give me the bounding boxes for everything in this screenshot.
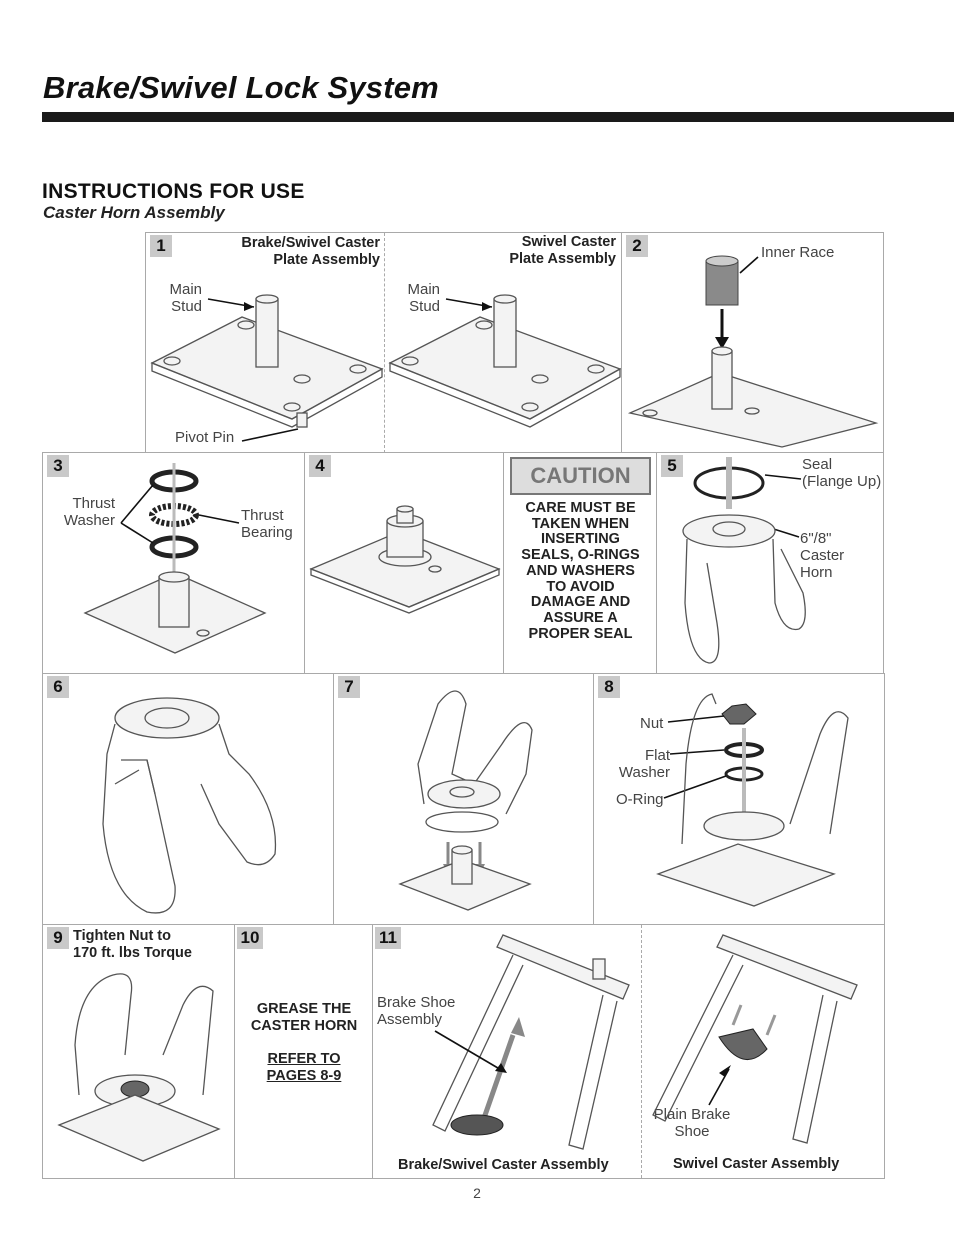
thrust-bearing-label: Thrust Bearing <box>241 507 293 541</box>
panel-step-11: 11 Brake Shoe Assembly Brake/Swivel Cast… <box>372 924 885 1179</box>
step-number-8: 8 <box>598 676 620 698</box>
panel-divider <box>384 233 385 453</box>
step-number-5: 5 <box>661 455 683 477</box>
section-subheading: Caster Horn Assembly <box>43 203 225 222</box>
panel-divider-11 <box>641 925 642 1178</box>
step-1b-caption: Swivel Caster Plate Assembly <box>509 234 616 267</box>
panel-step-7: 7 <box>333 673 595 925</box>
main-stud-label-2: Main Stud <box>407 281 440 315</box>
panel-step-9: 9 Tighten Nut to 170 ft. lbs Torque <box>42 924 236 1179</box>
section-heading: INSTRUCTIONS FOR USE <box>42 180 305 203</box>
panel-step-5: 5 Seal (Flange Up) 6"/8" Caster Horn <box>656 452 884 674</box>
panel-caution: CAUTION CARE MUST BE TAKEN WHEN INSERTIN… <box>503 452 658 674</box>
step-number-7: 7 <box>338 676 360 698</box>
step-number-10: 10 <box>237 927 263 949</box>
caution-text: CARE MUST BE TAKEN WHEN INSERTING SEALS,… <box>521 500 640 642</box>
horn-on-plate-illustration <box>398 690 533 911</box>
step-9-caption: Tighten Nut to 170 ft. lbs Torque <box>73 928 192 961</box>
refer-pages-link[interactable]: REFER TO PAGES 8-9 <box>266 1051 342 1084</box>
step-number-9: 9 <box>47 927 69 949</box>
seal-illustration <box>682 457 806 664</box>
step-number-6: 6 <box>47 676 69 698</box>
main-stud-label: Main Stud <box>169 281 202 315</box>
plate-assembly-illustration <box>150 294 622 442</box>
step-number-2: 2 <box>626 235 648 257</box>
inner-race-illustration <box>627 255 879 448</box>
o-ring-label: O-Ring <box>616 791 664 808</box>
step-number-11: 11 <box>375 927 401 949</box>
panel-step-2: 2 Inner Race <box>621 232 884 454</box>
grease-instruction: GREASE THE CASTER HORN <box>250 1001 358 1034</box>
thrust-bearing-illustration <box>83 463 267 654</box>
brake-shoe-assembly-label: Brake Shoe Assembly <box>377 994 456 1028</box>
caster-horn-illustration <box>102 697 277 914</box>
step-1-caption: Brake/Swivel Caster Plate Assembly <box>241 235 380 268</box>
panel-step-8: 8 Nut Flat Washer O-Ring <box>593 673 885 925</box>
caster-horn-label: 6"/8" Caster Horn <box>800 530 845 581</box>
flat-washer-label: Flat Washer <box>618 747 670 781</box>
caution-badge: CAUTION <box>510 457 651 495</box>
panel-step-3: 3 Thrust Washer Thrust Bearing <box>42 452 306 674</box>
plain-brake-shoe-label: Plain Brake Shoe <box>653 1106 731 1140</box>
nut-label: Nut <box>640 715 664 732</box>
page-title: Brake/Swivel Lock System <box>43 70 439 105</box>
inner-race-label: Inner Race <box>761 244 835 261</box>
panel-step-4: 4 <box>304 452 505 674</box>
step-number-4: 4 <box>309 455 331 477</box>
page-number: 2 <box>473 1185 481 1201</box>
seal-label: Seal (Flange Up) <box>802 456 882 490</box>
tighten-nut-illustration <box>57 973 221 1162</box>
stud-assembly-illustration <box>309 505 501 614</box>
brake-assembly-illustration <box>432 934 858 1150</box>
swivel-caster-assembly-caption: Swivel Caster Assembly <box>673 1156 840 1172</box>
pivot-pin-label: Pivot Pin <box>175 429 235 446</box>
title-rule <box>42 112 954 122</box>
panel-step-6: 6 <box>42 673 335 925</box>
panel-step-1: 1 Brake/Swivel Caster Plate Assembly Mai… <box>145 232 623 454</box>
thrust-washer-label: Thrust Washer <box>63 495 115 529</box>
nut-washer-illustration <box>656 693 849 907</box>
panel-step-10: 10 GREASE THE CASTER HORN REFER TO PAGES… <box>234 924 374 1179</box>
step-number-3: 3 <box>47 455 69 477</box>
step-number-1: 1 <box>150 235 172 257</box>
brake-swivel-caster-assembly-caption: Brake/Swivel Caster Assembly <box>398 1157 609 1173</box>
